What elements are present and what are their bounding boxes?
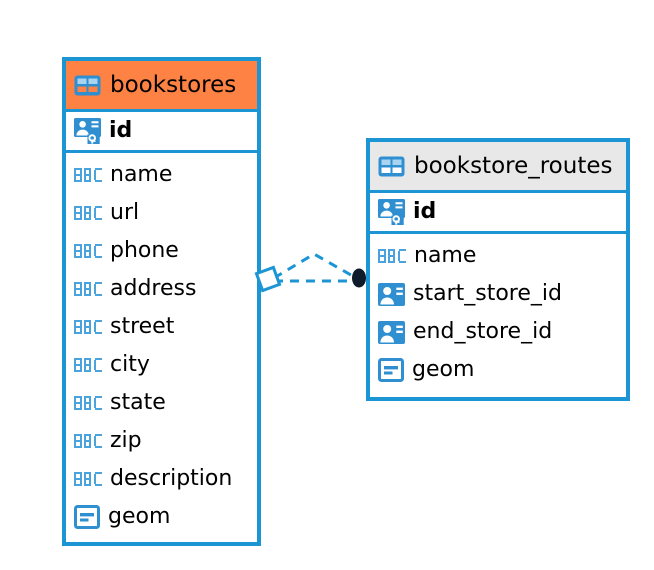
field-label: street <box>110 314 175 339</box>
field-row-id[interactable]: id <box>370 193 626 231</box>
entity-title: bookstore_routes <box>414 152 613 179</box>
field-label: geom <box>108 504 171 529</box>
abc-icon <box>74 434 102 448</box>
entity-header-bookstore-routes[interactable]: bookstore_routes <box>370 142 626 190</box>
relationship-line-upper <box>273 252 359 281</box>
field-row-start-store-id[interactable]: start_store_id <box>370 275 626 313</box>
field-label: end_store_id <box>413 319 553 344</box>
field-label: name <box>110 162 173 187</box>
field-label: description <box>110 466 233 491</box>
field-label: phone <box>110 238 179 263</box>
abc-icon <box>74 282 102 296</box>
field-list-bookstore-routes: name start_store_id <box>370 234 626 389</box>
diamond-marker <box>254 265 282 293</box>
entity-header-bookstores[interactable]: bookstores <box>66 61 257 109</box>
primary-key-icon <box>378 199 405 225</box>
field-row-end-store-id[interactable]: end_store_id <box>370 313 626 351</box>
field-row-address[interactable]: address <box>66 270 257 308</box>
field-label: id <box>413 199 437 224</box>
field-row-geom[interactable]: geom <box>66 498 257 536</box>
abc-icon <box>74 396 102 410</box>
field-row-state[interactable]: state <box>66 384 257 422</box>
field-label: city <box>110 352 150 377</box>
abc-icon <box>74 206 102 220</box>
field-label: state <box>110 390 166 415</box>
field-row-url[interactable]: url <box>66 194 257 232</box>
table-icon <box>378 156 405 176</box>
field-label: zip <box>110 428 142 453</box>
entity-bookstores[interactable]: bookstores id <box>62 57 261 546</box>
field-row-name[interactable]: name <box>66 156 257 194</box>
primary-key-icon <box>74 118 101 144</box>
field-row-name[interactable]: name <box>370 237 626 275</box>
field-row-id[interactable]: id <box>66 112 257 150</box>
abc-icon <box>74 168 102 182</box>
field-row-street[interactable]: street <box>66 308 257 346</box>
abc-icon <box>378 249 406 263</box>
field-row-description[interactable]: description <box>66 460 257 498</box>
field-list-bookstores: name url <box>66 153 257 536</box>
field-row-geom[interactable]: geom <box>370 351 626 389</box>
abc-icon <box>74 472 102 486</box>
field-label: name <box>414 243 477 268</box>
foreign-key-icon <box>378 282 405 306</box>
field-row-zip[interactable]: zip <box>66 422 257 460</box>
table-icon <box>74 75 101 95</box>
filled-circle-marker <box>352 268 366 288</box>
entity-bookstore-routes[interactable]: bookstore_routes id <box>366 138 630 401</box>
foreign-key-icon <box>378 320 405 344</box>
abc-icon <box>74 244 102 258</box>
relationship-connector[interactable] <box>254 248 373 310</box>
field-label: url <box>110 200 140 225</box>
field-row-phone[interactable]: phone <box>66 232 257 270</box>
geometry-icon <box>378 358 404 382</box>
abc-icon <box>74 320 102 334</box>
geometry-icon <box>74 505 100 529</box>
field-label: id <box>109 118 133 143</box>
primary-key-block: id <box>370 190 626 234</box>
field-label: start_store_id <box>413 281 562 306</box>
field-label: geom <box>412 357 475 382</box>
entity-title: bookstores <box>110 71 237 98</box>
field-label: address <box>110 276 197 301</box>
field-row-city[interactable]: city <box>66 346 257 384</box>
primary-key-block: id <box>66 109 257 153</box>
abc-icon <box>74 358 102 372</box>
